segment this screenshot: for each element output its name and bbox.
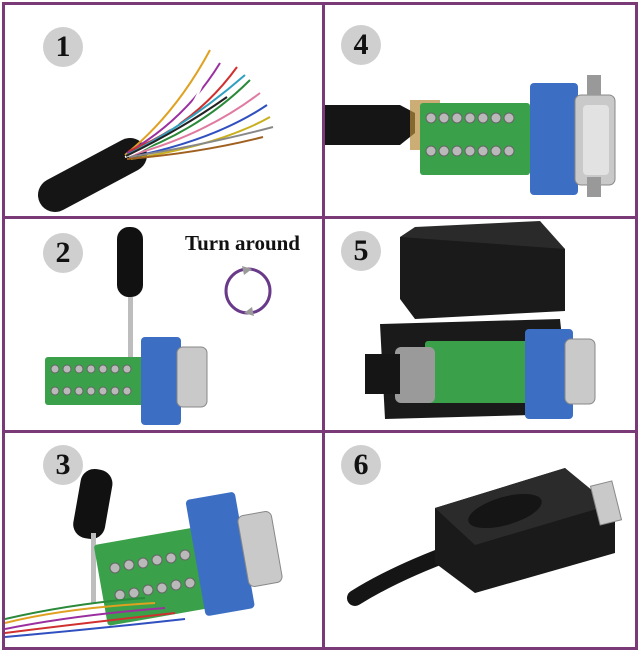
- grid-horizontal-divider: [5, 216, 635, 219]
- step-2-panel: 2 Turn around: [5, 219, 322, 430]
- step-number-badge: 6: [341, 445, 381, 485]
- step-number-badge: 2: [43, 233, 83, 273]
- step-number-badge: 5: [341, 231, 381, 271]
- step-number: 1: [55, 30, 71, 63]
- step-number: 6: [353, 448, 369, 481]
- rotate-arrows-icon: [224, 266, 272, 316]
- step-number-badge: 1: [43, 27, 83, 67]
- step-number: 4: [353, 28, 369, 61]
- turn-around-label: Turn around: [185, 231, 300, 255]
- screwdriver-terminal-block-image: [45, 227, 272, 425]
- step-number: 2: [55, 236, 71, 269]
- step-3-panel: 3: [5, 433, 322, 647]
- stripped-cable-wires-image: [38, 49, 274, 212]
- open-housing-assembly-image: [365, 221, 596, 419]
- wired-db9-breakout-image: [325, 75, 616, 197]
- step-number-badge: 3: [43, 445, 83, 485]
- step-4-panel: 4: [325, 5, 638, 216]
- step-number-badge: 4: [341, 25, 381, 65]
- step-6-panel: 6: [325, 433, 638, 647]
- step-1-panel: 1: [5, 5, 322, 216]
- insert-wires-terminal-block-image: [5, 468, 283, 638]
- grid-vertical-divider: [322, 5, 325, 647]
- step-5-panel: 5: [325, 219, 638, 430]
- step-number: 3: [55, 448, 71, 481]
- grid-horizontal-divider: [5, 430, 635, 433]
- step-number: 5: [353, 234, 369, 267]
- closed-housing-image: [347, 468, 623, 606]
